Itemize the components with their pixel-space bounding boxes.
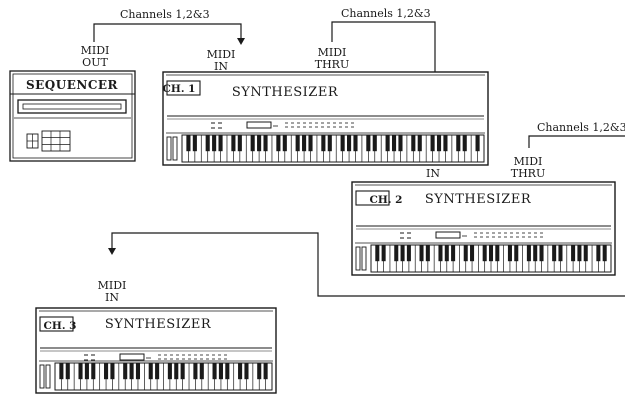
seq-midi-out-label-2: OUT [82, 56, 108, 69]
cable-seq-to-synth1 [93, 23, 245, 45]
synth1-midi-in-label-1: MIDI [207, 48, 236, 61]
synth2-midi-thru-label-1: MIDI [514, 155, 543, 168]
synth1-title: SYNTHESIZER [232, 85, 339, 100]
cable-to-synth3 [108, 232, 625, 297]
channel-badge-box [39, 316, 74, 332]
synth3-title: SYNTHESIZER [105, 317, 212, 332]
synthesizer-3 [35, 307, 277, 394]
synthesizer-2 [351, 181, 616, 276]
sequencer-title: SEQUENCER [26, 78, 119, 92]
synth2-title: SYNTHESIZER [425, 192, 532, 207]
synth3-channel-badge: CH. 3 [44, 320, 77, 332]
synth1-channel-badge: CH. 1 [163, 83, 196, 95]
synth3-midi-in-label-1: MIDI [98, 279, 127, 292]
channel-badge-box [355, 190, 390, 206]
channels-label-1: Channels 1,2&3 [120, 8, 210, 21]
synth1-midi-thru-label-1: MIDI [318, 46, 347, 59]
sequencer-device [9, 70, 136, 162]
cable-synth2-thru-out [528, 135, 625, 148]
channels-label-2: Channels 1,2&3 [341, 7, 431, 20]
synth1-midi-thru-label-2: THRU [315, 58, 349, 71]
synth1-midi-in-label-2: IN [214, 60, 228, 73]
display-window [246, 121, 272, 129]
synth2-midi-in-label-2: IN [426, 167, 440, 180]
synth2-midi-thru-label-2: THRU [511, 167, 545, 180]
synthesizer-1 [162, 71, 489, 166]
channel-badge-box [166, 80, 201, 96]
synth2-channel-badge: CH. 2 [370, 194, 403, 206]
channels-label-3: Channels 1,2&3 [537, 121, 625, 134]
seq-midi-out-label-1: MIDI [81, 44, 110, 57]
display-window [435, 231, 461, 239]
synth3-midi-in-label-2: IN [105, 291, 119, 304]
display-window [119, 353, 145, 361]
